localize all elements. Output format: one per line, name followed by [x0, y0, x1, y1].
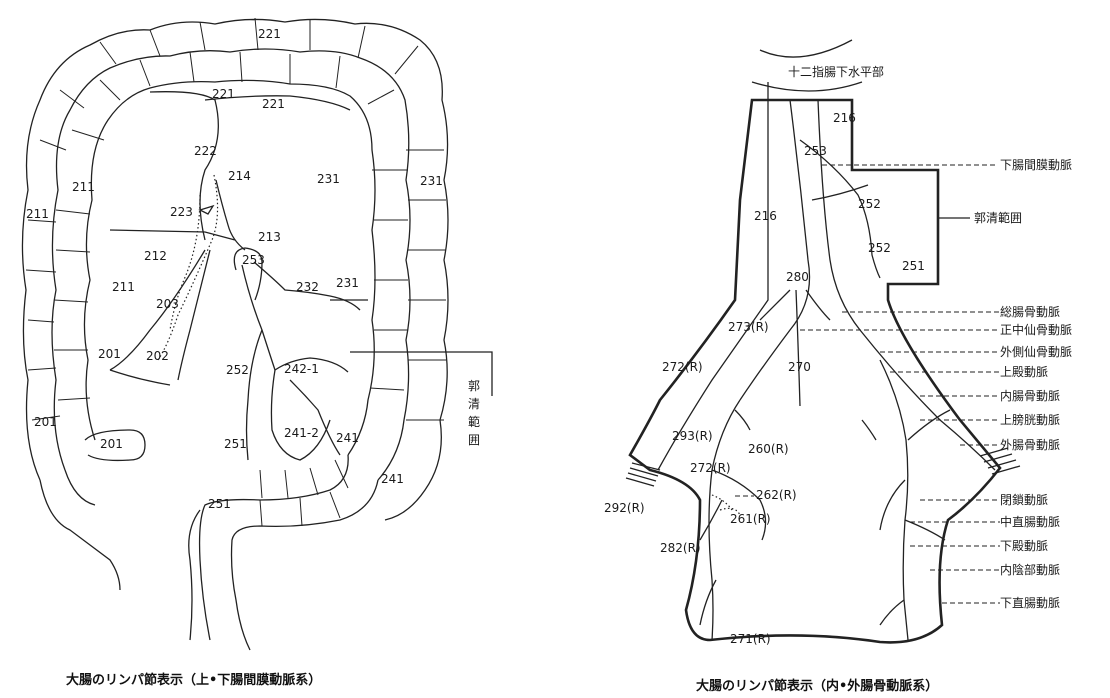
- artery-label-10: 中直腸動脈: [1000, 514, 1060, 529]
- node-211-b: 211: [112, 280, 135, 294]
- node-211-outer: 211: [26, 207, 49, 221]
- artery-label-5: 上殿動脈: [1000, 365, 1048, 379]
- node-221-top: 221: [258, 27, 281, 41]
- node-223: 223: [170, 205, 193, 219]
- node-261: 261(R): [730, 512, 771, 526]
- duodenum-label: 十二指腸下水平部: [788, 64, 884, 79]
- node-271: 271(R): [730, 632, 771, 646]
- node-272-a: 272(R): [662, 360, 703, 374]
- node-241-a: 241: [336, 431, 359, 445]
- colon-outline: [22, 18, 448, 650]
- node-222: 222: [194, 144, 217, 158]
- artery-label-2: 総腸骨動脈: [1000, 305, 1060, 319]
- node-252: 252: [226, 363, 249, 377]
- artery-label-13: 下直腸動脈: [1000, 596, 1060, 610]
- node-203: 203: [156, 297, 179, 311]
- node-231-outer: 231: [420, 174, 443, 188]
- node-231-b: 231: [336, 276, 359, 290]
- node-251-a: 251: [224, 437, 247, 451]
- node-280: 280: [786, 270, 809, 284]
- artery-label-0: 下腸間膜動脈: [1000, 158, 1072, 172]
- node-273: 273(R): [728, 320, 769, 334]
- artery-label-1: 郭清範囲: [974, 210, 1022, 225]
- artery-leaders: [735, 165, 1000, 603]
- artery-labels: 下腸間膜動脈 郭清範囲 総腸骨動脈 正中仙骨動脈 外側仙骨動脈 上殿動脈 内腸骨…: [974, 158, 1072, 610]
- node-241-2: 241-2: [284, 426, 319, 440]
- dotted-boundaries: [158, 175, 218, 360]
- node-232: 232: [296, 280, 319, 294]
- artery-label-4: 外側仙骨動脈: [1000, 345, 1072, 359]
- node-270: 270: [788, 360, 811, 374]
- node-251-b: 251: [208, 497, 231, 511]
- artery-label-11: 下殿動脈: [1000, 539, 1048, 553]
- artery-label-6: 内腸骨動脈: [1000, 389, 1060, 403]
- artery-label-12: 内陰部動脈: [1000, 562, 1060, 577]
- node-293: 293(R): [672, 429, 713, 443]
- node-201-a: 201: [98, 347, 121, 361]
- node-216-b: 216: [754, 209, 777, 223]
- artery-label-7: 上膀胱動脈: [1000, 412, 1060, 427]
- node-272-b: 272(R): [690, 461, 731, 475]
- dissection-range-label-left: 郭清範囲: [468, 379, 480, 447]
- node-252-a-r: 252: [858, 197, 881, 211]
- right-caption: 大腸のリンパ節表示（内•外腸骨動脈系）: [696, 678, 938, 694]
- node-201-b: 201: [100, 437, 123, 451]
- node-216-a: 216: [833, 111, 856, 125]
- node-251-r: 251: [902, 259, 925, 273]
- node-221-a: 221: [212, 87, 235, 101]
- node-253: 253: [242, 253, 265, 267]
- node-253-r: 253: [804, 144, 827, 158]
- node-252-b-r: 252: [868, 241, 891, 255]
- node-211-a: 211: [72, 180, 95, 194]
- node-212: 212: [144, 249, 167, 263]
- node-221-b: 221: [262, 97, 285, 111]
- left-figure: 221 221 221 222 214 223 213 211 211 211 …: [22, 18, 492, 688]
- node-214: 214: [228, 169, 251, 183]
- node-242-1: 242-1: [284, 362, 319, 376]
- right-node-labels: 216 216 253 252 252 251 280 273(R) 270 2…: [604, 111, 925, 646]
- artery-label-9: 閉鎖動脈: [1000, 492, 1048, 507]
- artery-label-8: 外腸骨動脈: [1000, 438, 1060, 452]
- node-201-outer: 201: [34, 415, 57, 429]
- left-caption: 大腸のリンパ節表示（上•下腸間膜動脈系）: [66, 672, 321, 688]
- node-213: 213: [258, 230, 281, 244]
- node-241-b: 241: [381, 472, 404, 486]
- node-260: 260(R): [748, 442, 789, 456]
- node-202: 202: [146, 349, 169, 363]
- node-262: 262(R): [756, 488, 797, 502]
- node-282: 282(R): [660, 541, 701, 555]
- duodenum-arc: [760, 40, 852, 57]
- right-figure: 十二指腸下水平部: [604, 40, 1072, 694]
- artery-label-3: 正中仙骨動脈: [1000, 322, 1072, 337]
- dissection-range-vertical-label: 郭清範囲: [468, 379, 480, 447]
- node-292: 292(R): [604, 501, 645, 515]
- node-231-a: 231: [317, 172, 340, 186]
